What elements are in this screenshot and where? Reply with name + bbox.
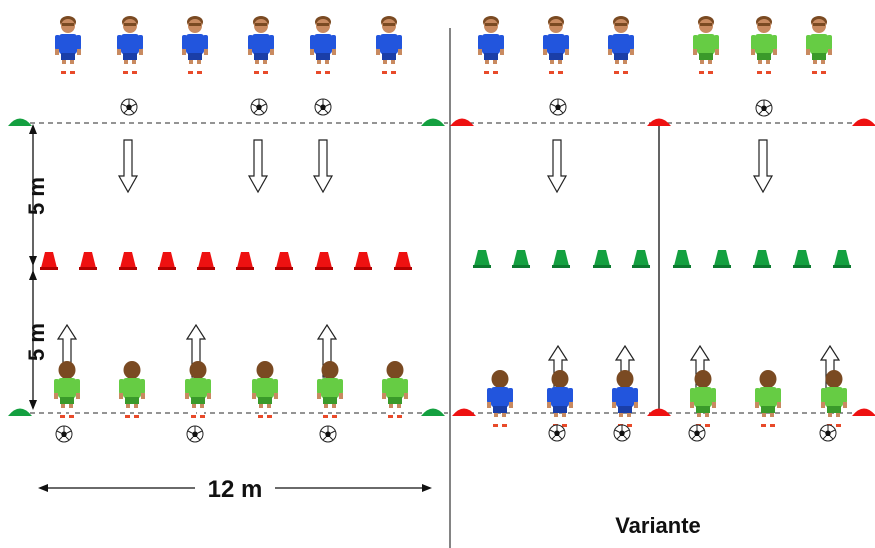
marker-icon	[8, 408, 32, 416]
player-icon	[248, 16, 274, 74]
ball-icon	[688, 424, 706, 442]
player-icon	[252, 361, 278, 418]
marker-icon	[8, 118, 32, 126]
ball-icon	[548, 424, 566, 442]
ball-icon	[819, 424, 837, 442]
player-icon	[547, 370, 573, 427]
player-icon	[182, 16, 208, 74]
player-icon	[310, 16, 336, 74]
player-icon	[54, 361, 80, 418]
cone-icon	[236, 252, 254, 270]
variant-label: Variante	[615, 513, 701, 538]
ball-icon	[120, 98, 138, 116]
cone-icon	[394, 252, 412, 270]
cone-icon	[552, 250, 570, 268]
cone-icon	[673, 250, 691, 268]
player-icon	[119, 361, 145, 418]
cone-icon	[793, 250, 811, 268]
cone-icon	[593, 250, 611, 268]
player-icon	[185, 361, 211, 418]
cone-icon	[632, 250, 650, 268]
field-lines	[29, 28, 870, 548]
cone-icon	[354, 252, 372, 270]
arrow-icon	[313, 139, 333, 193]
player-icon	[690, 370, 716, 427]
player-icon	[543, 16, 569, 74]
player-icon	[117, 16, 143, 74]
cone-icon	[315, 252, 333, 270]
cone-icon	[158, 252, 176, 270]
marker-icon	[852, 118, 875, 126]
ball-icon	[755, 99, 773, 117]
arrow-icon	[547, 139, 567, 193]
ball-icon	[55, 425, 73, 443]
dimension-label-bottom: 5 m	[24, 323, 49, 361]
arrow-icon	[118, 139, 138, 193]
player-icon	[376, 16, 402, 74]
ball-icon	[186, 425, 204, 443]
player-icon	[821, 370, 847, 427]
player-icon	[487, 370, 513, 427]
player-icon	[317, 361, 343, 418]
cone-icon	[833, 250, 851, 268]
cone-icon	[40, 252, 58, 270]
cone-icon	[753, 250, 771, 268]
player-icon	[478, 16, 504, 74]
marker-icon	[852, 408, 875, 416]
cone-icon	[473, 250, 491, 268]
cone-icon	[512, 250, 530, 268]
marker-icon	[452, 408, 476, 416]
marker-icon	[421, 118, 445, 126]
cone-icon	[713, 250, 731, 268]
player-icon	[608, 16, 634, 74]
ball-icon	[319, 425, 337, 443]
player-icon	[55, 16, 81, 74]
ball-icon	[613, 424, 631, 442]
cone-icon	[119, 252, 137, 270]
cone-icon	[197, 252, 215, 270]
player-icon	[806, 16, 832, 74]
player-icon	[751, 16, 777, 74]
ball-icon	[549, 98, 567, 116]
cone-icon	[79, 252, 97, 270]
width-label: 12 m	[208, 476, 263, 503]
dimension-label-top: 5 m	[24, 177, 49, 215]
player-icon	[755, 370, 781, 427]
marker-icon	[647, 118, 671, 126]
arrow-icon	[248, 139, 268, 193]
arrow-icon	[753, 139, 773, 193]
cone-icon	[275, 252, 293, 270]
marker-icon	[421, 408, 445, 416]
marker-icon	[450, 118, 474, 126]
player-icon	[612, 370, 638, 427]
ball-icon	[250, 98, 268, 116]
ball-icon	[314, 98, 332, 116]
marker-icon	[647, 408, 671, 416]
player-icon	[382, 361, 408, 418]
player-icon	[693, 16, 719, 74]
